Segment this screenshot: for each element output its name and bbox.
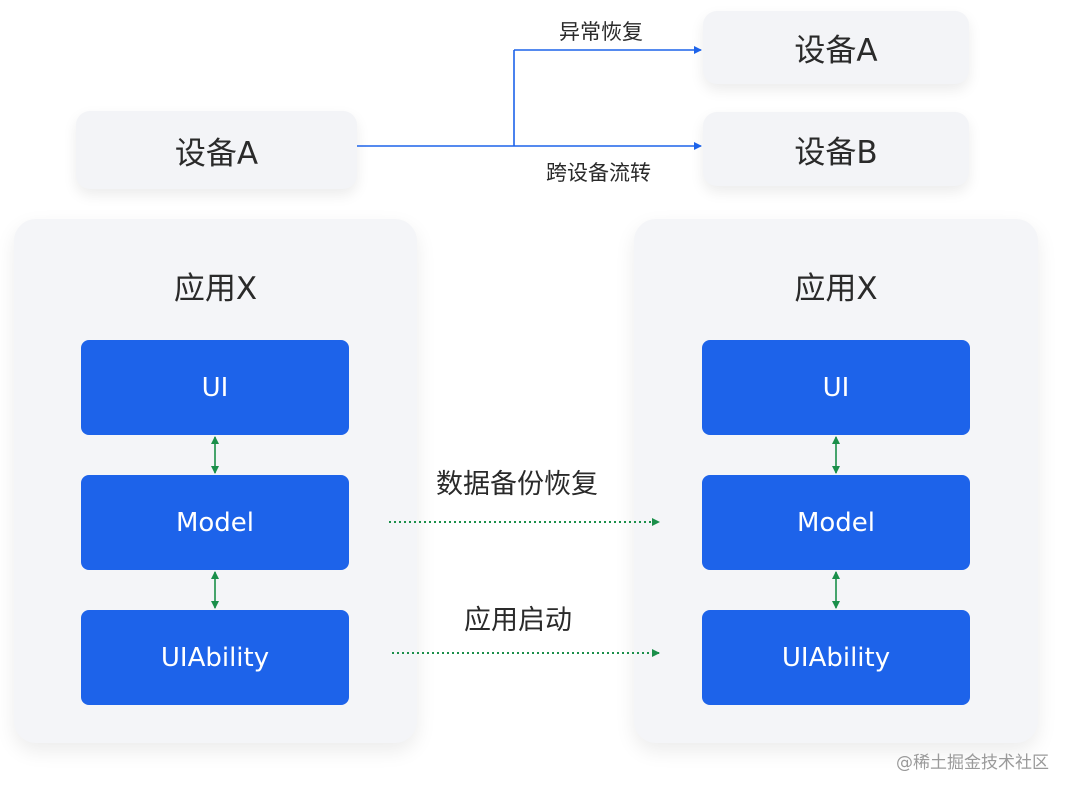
left-uiability-label: UIAbility — [160, 642, 270, 673]
right-ui-label: UI — [822, 372, 850, 403]
right-ui-block: UI — [702, 340, 970, 435]
left-model-label: Model — [175, 507, 255, 538]
left-app-title: 应用X — [173, 271, 258, 307]
right-app-title: 应用X — [794, 271, 878, 307]
target-device-b-box: 设备B — [703, 112, 969, 186]
left-model-block: Model — [81, 475, 349, 570]
target-device-a-label: 设备A — [794, 33, 878, 69]
migration-label: 跨设备流转 — [546, 161, 651, 185]
recovery-label: 异常恢复 — [559, 20, 643, 44]
left-ui-block: UI — [81, 340, 349, 435]
source-device-label: 设备A — [174, 135, 259, 172]
app-launch-label: 应用启动 — [464, 605, 572, 636]
source-device-box: 设备A — [76, 111, 357, 189]
left-uiability-block: UIAbility — [81, 610, 349, 705]
target-device-b-label: 设备B — [794, 134, 878, 171]
right-uiability-label: UIAbility — [781, 642, 891, 673]
right-model-label: Model — [796, 507, 876, 538]
left-ui-label: UI — [201, 372, 229, 403]
right-uiability-block: UIAbility — [702, 610, 970, 705]
target-device-a-box: 设备A — [703, 11, 969, 84]
backup-restore-label: 数据备份恢复 — [436, 469, 598, 500]
watermark-text: @稀土掘金技术社区 — [896, 753, 1049, 773]
right-model-block: Model — [702, 475, 970, 570]
